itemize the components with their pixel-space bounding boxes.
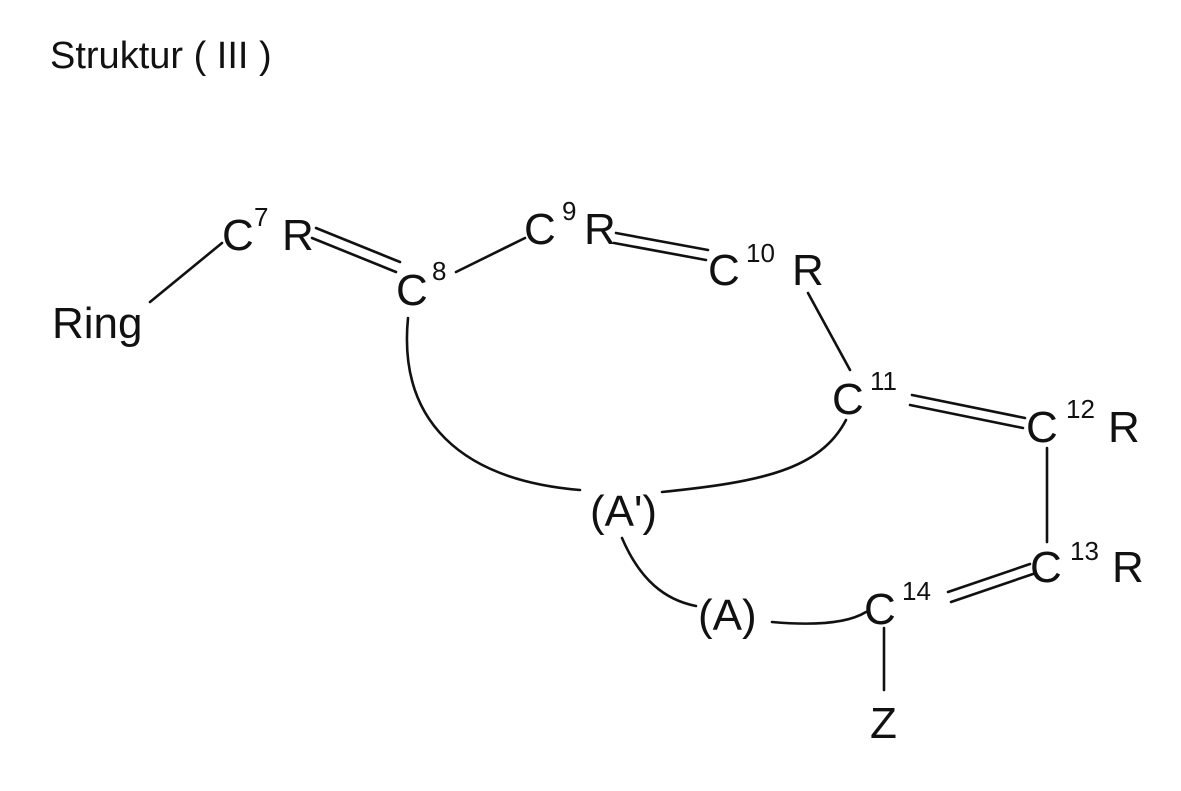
c14-atom: C bbox=[864, 585, 896, 634]
arc-c8-aprime bbox=[407, 318, 580, 490]
atom-c10: C 10 R bbox=[708, 238, 824, 295]
atom-c7: C 7 R bbox=[222, 202, 314, 260]
label-a-prime: (A') bbox=[590, 487, 657, 536]
label-z: Z bbox=[870, 699, 897, 748]
c13-atom: C bbox=[1030, 543, 1062, 592]
bond-c9-c10-b bbox=[614, 243, 706, 260]
bond-ring-c7 bbox=[150, 243, 222, 302]
c13-number: 13 bbox=[1070, 536, 1099, 566]
c12-number: 12 bbox=[1066, 394, 1095, 424]
atom-c12: C 12 R bbox=[1026, 394, 1140, 452]
c8-number: 8 bbox=[432, 256, 446, 286]
c9-r: R bbox=[584, 205, 616, 254]
bond-c9-c10-a bbox=[616, 233, 708, 250]
c7-atom: C bbox=[222, 211, 254, 260]
bond-c11-c12-a bbox=[912, 395, 1025, 418]
c10-atom: C bbox=[708, 246, 740, 295]
bonds bbox=[150, 228, 1047, 690]
atom-c14: C 14 bbox=[864, 576, 931, 634]
c12-atom: C bbox=[1026, 403, 1058, 452]
c13-r: R bbox=[1112, 543, 1144, 592]
bond-a-c14 bbox=[772, 612, 866, 624]
c11-number: 11 bbox=[870, 366, 897, 396]
c7-r: R bbox=[282, 211, 314, 260]
label-a: (A) bbox=[698, 591, 757, 640]
c11-atom: C bbox=[832, 375, 864, 424]
c10-r: R bbox=[792, 246, 824, 295]
c9-atom: C bbox=[524, 205, 556, 254]
c10-number: 10 bbox=[746, 238, 775, 268]
c7-number: 7 bbox=[254, 202, 268, 232]
atom-c13: C 13 R bbox=[1030, 536, 1144, 592]
c8-atom: C bbox=[396, 266, 428, 315]
c12-r: R bbox=[1108, 403, 1140, 452]
label-ring: Ring bbox=[52, 299, 143, 348]
atom-c9: C 9 R bbox=[524, 196, 616, 254]
arc-aprime-c11 bbox=[662, 420, 846, 492]
bond-c8-c9 bbox=[456, 238, 525, 272]
arc-aprime-a bbox=[622, 538, 696, 606]
atom-c8: C 8 bbox=[396, 256, 446, 315]
bond-c10-c11 bbox=[808, 293, 850, 370]
bond-c11-c12-b bbox=[910, 405, 1023, 428]
atom-c11: C 11 bbox=[832, 366, 897, 424]
structure-title: Struktur ( III ) bbox=[50, 35, 272, 77]
c9-number: 9 bbox=[562, 196, 576, 226]
c14-number: 14 bbox=[902, 576, 931, 606]
